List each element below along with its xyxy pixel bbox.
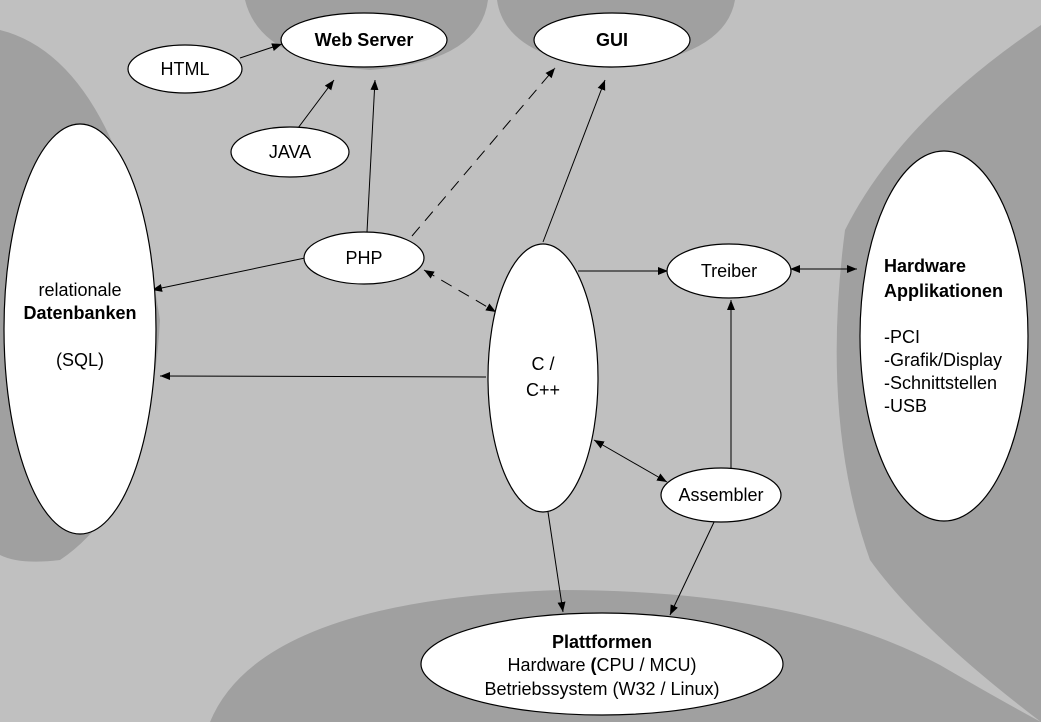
web-server-label: Web Server xyxy=(315,30,414,50)
node-web-server: Web Server xyxy=(280,12,448,68)
database-label-line2: Datenbanken xyxy=(23,303,136,323)
html-label: HTML xyxy=(161,59,210,79)
database-label-line3: (SQL) xyxy=(56,350,104,370)
php-label: PHP xyxy=(345,248,382,268)
platform-title: Plattformen xyxy=(552,632,652,652)
cpp-label-line1: C / xyxy=(531,354,554,374)
node-php: PHP xyxy=(303,231,425,285)
node-html: HTML xyxy=(127,44,243,94)
treiber-label: Treiber xyxy=(701,261,757,281)
edge-php-webserver xyxy=(366,79,379,233)
node-gui: GUI xyxy=(533,12,691,68)
hw-apps-item: -Grafik/Display xyxy=(884,350,1002,370)
node-database: relationale Datenbanken (SQL) xyxy=(3,123,157,535)
edge-php-cpp xyxy=(423,269,497,313)
edge-php-gui xyxy=(411,67,556,237)
edge-cpp-platform xyxy=(547,511,566,613)
hw-apps-title2: Applikationen xyxy=(884,281,1003,301)
database-label-line1: relationale xyxy=(38,280,121,300)
node-hardware-apps: Hardware Applikationen -PCI -Grafik/Disp… xyxy=(859,150,1029,522)
edge-cpp-gui xyxy=(542,79,606,243)
node-cpp: C / C++ xyxy=(487,243,599,513)
edge-assembler-platform xyxy=(669,519,716,616)
edge-cpp-assembler xyxy=(593,439,668,483)
gui-label: GUI xyxy=(596,30,628,50)
hw-apps-title1: Hardware xyxy=(884,256,966,276)
edge-php-database xyxy=(151,257,306,292)
java-label: JAVA xyxy=(269,142,311,162)
cpp-label-line2: C++ xyxy=(526,380,560,400)
platform-line1: Hardware (CPU / MCU) xyxy=(507,655,696,675)
hw-apps-item: -PCI xyxy=(884,327,920,347)
node-treiber: Treiber xyxy=(666,243,792,299)
assembler-label: Assembler xyxy=(678,485,763,505)
hw-apps-item: -USB xyxy=(884,396,927,416)
node-platform: Plattformen Hardware (CPU / MCU) Betrieb… xyxy=(420,612,784,716)
edges xyxy=(151,43,857,616)
edge-cpp-database xyxy=(159,372,487,381)
edge-html-webserver xyxy=(239,43,283,59)
node-java: JAVA xyxy=(230,126,350,178)
node-assembler: Assembler xyxy=(660,467,782,523)
hw-apps-item: -Schnittstellen xyxy=(884,373,997,393)
platform-line2: Betriebssystem (W32 / Linux) xyxy=(484,679,719,699)
edge-java-webserver xyxy=(297,79,335,129)
